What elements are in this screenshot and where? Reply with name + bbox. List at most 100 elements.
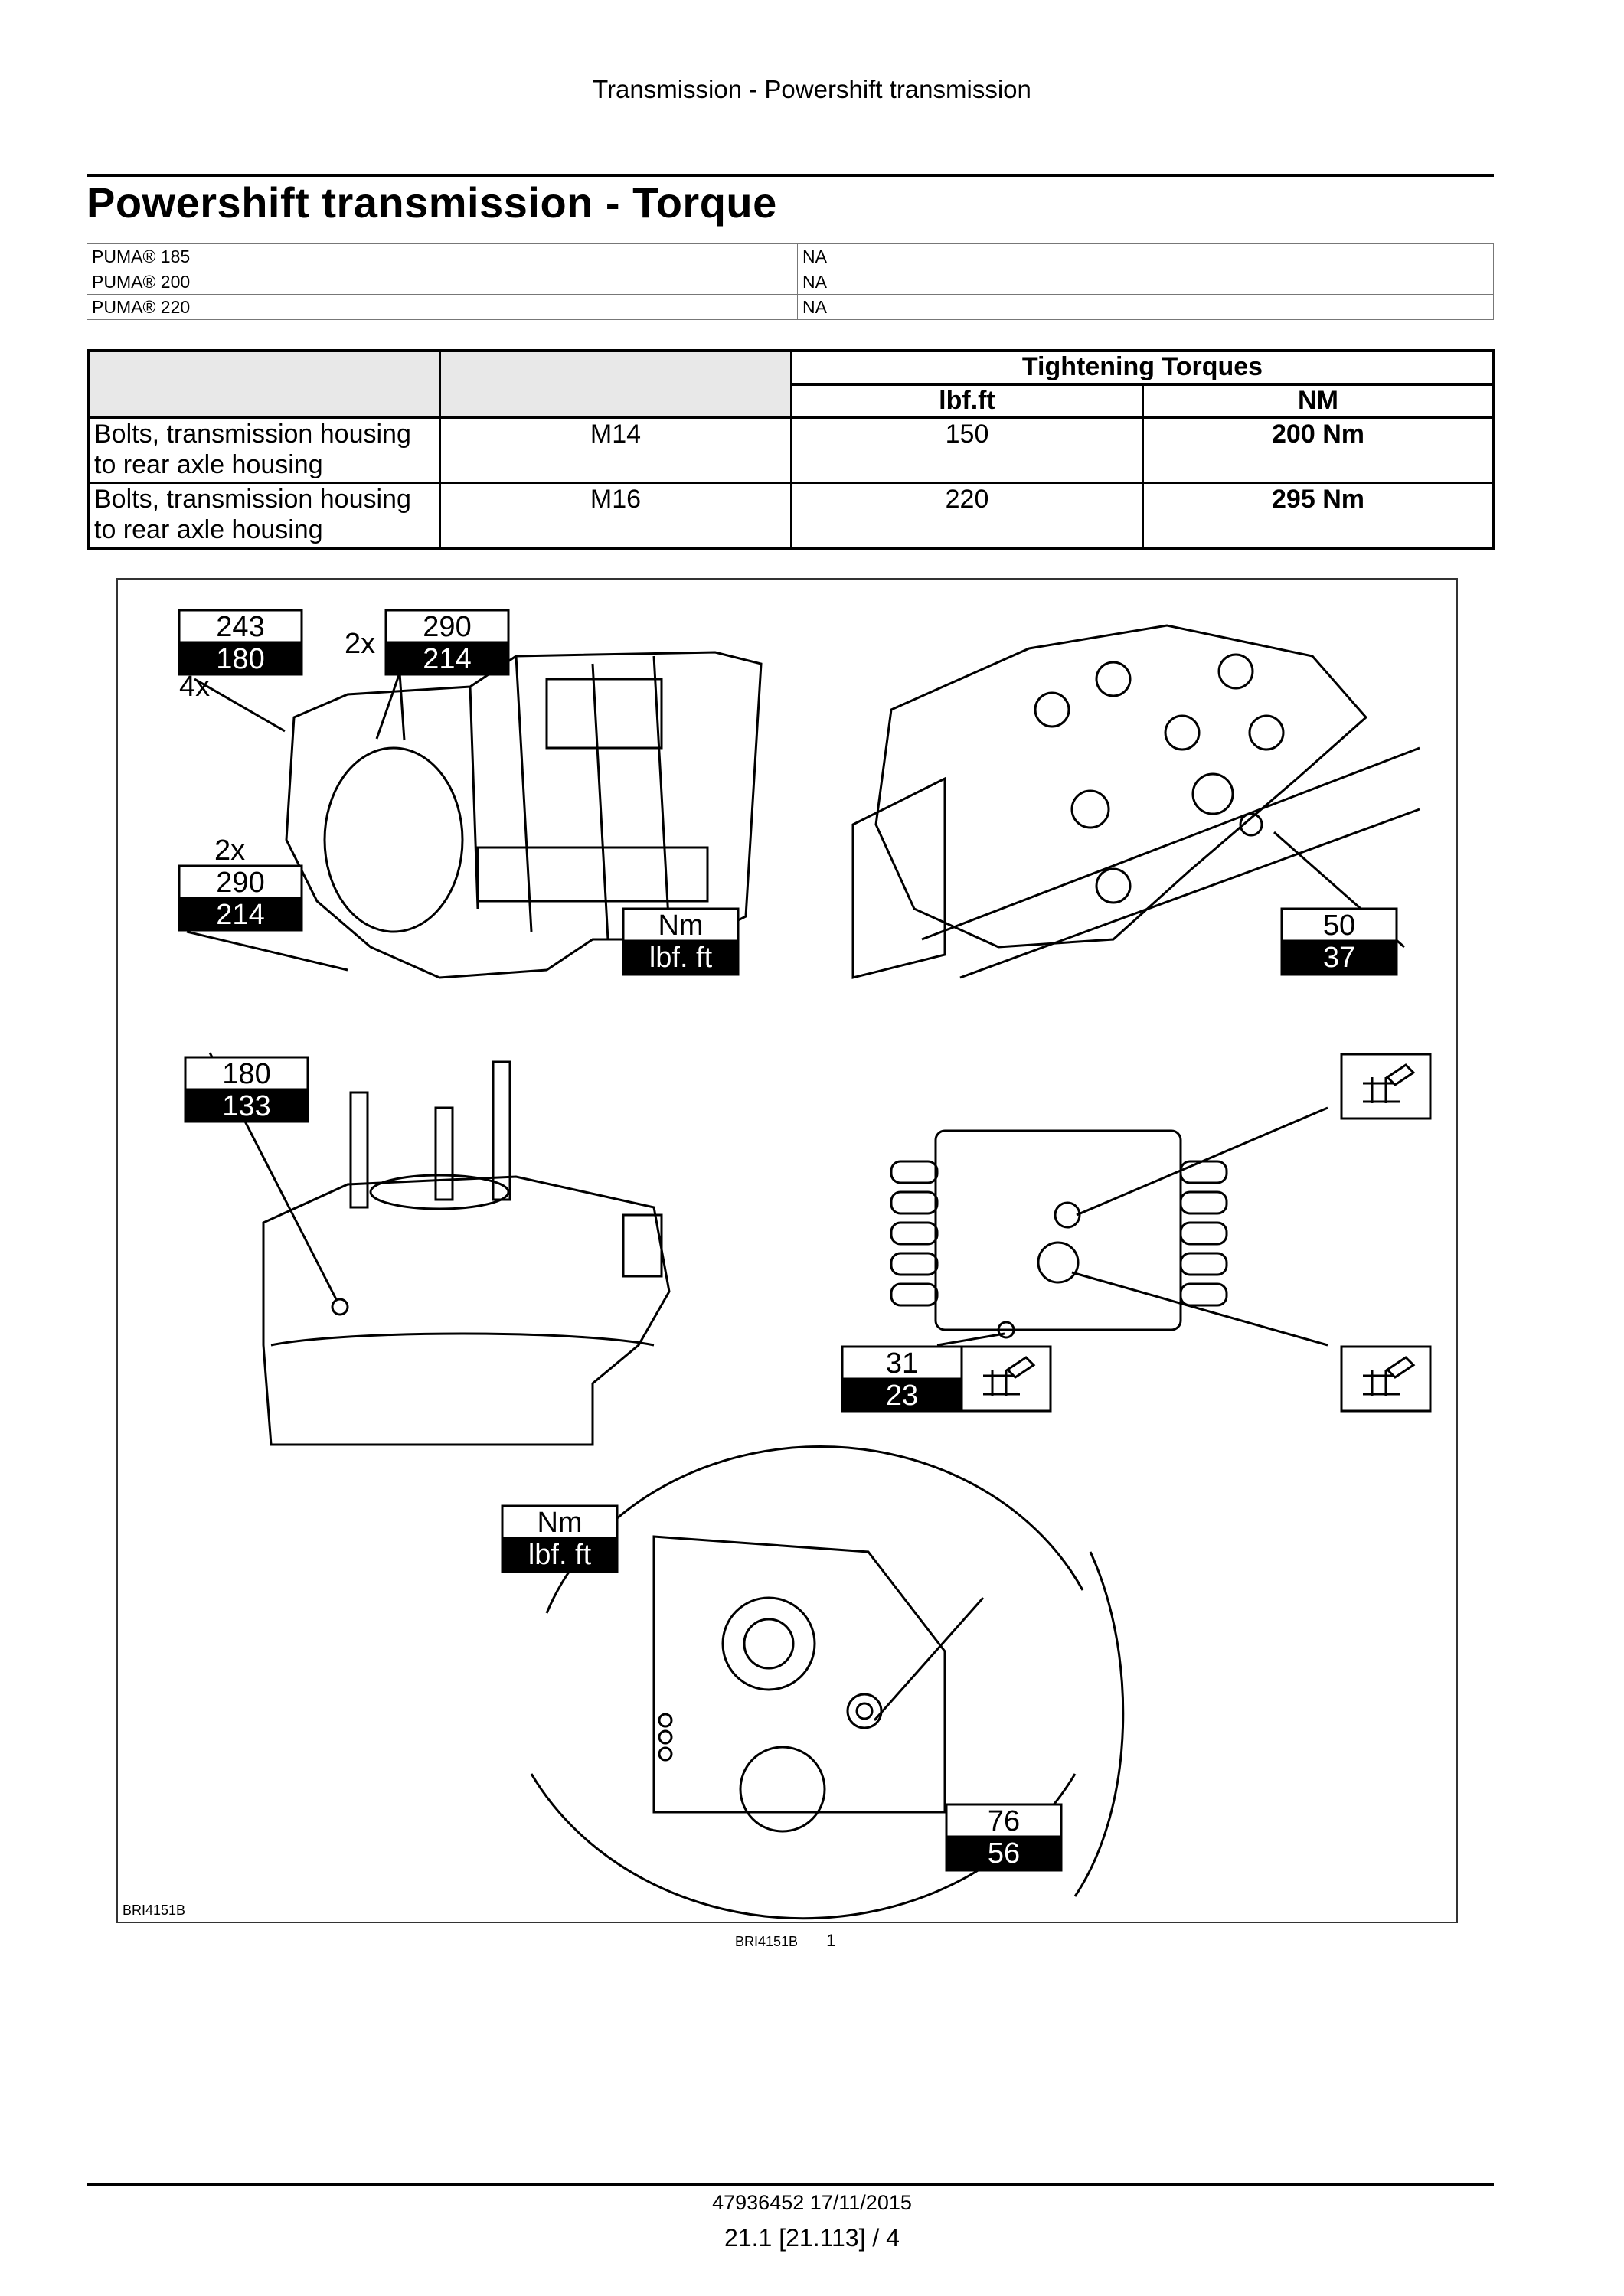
description-cell: Bolts, transmission housing to rear axle… bbox=[87, 416, 441, 484]
table-header-row: Tightening Torques bbox=[87, 349, 1495, 419]
valve-fitting bbox=[1248, 714, 1285, 751]
valve-fitting bbox=[1164, 714, 1201, 751]
figure-caption: BRI4151B 1 bbox=[735, 1931, 835, 1951]
valve-block-outline bbox=[874, 624, 1368, 949]
rear-bolt bbox=[658, 1729, 673, 1745]
valve-plate-outline bbox=[934, 1129, 1182, 1331]
running-header: Transmission - Powershift transmission bbox=[593, 75, 1031, 103]
pto-bolt bbox=[331, 1298, 349, 1316]
valve-plate-plug bbox=[1054, 1201, 1081, 1229]
table-row: PUMA® 220 NA bbox=[87, 294, 1494, 320]
model-cell: PUMA® 200 bbox=[87, 269, 798, 295]
housing-bolt-pads bbox=[476, 846, 709, 903]
page-title: Powershift transmission - Torque bbox=[87, 178, 777, 227]
pto-shaft bbox=[349, 1091, 369, 1209]
units-legend-2: Nm lbf. ft bbox=[501, 1504, 619, 1573]
wrench-icon bbox=[960, 1345, 1052, 1413]
callout-lbf-value: 180 bbox=[216, 643, 264, 675]
output-shaft-spline bbox=[743, 1618, 795, 1670]
model-cell: PUMA® 220 bbox=[87, 294, 798, 320]
model-value-cell: NA bbox=[797, 243, 1494, 269]
nm-column-header: NM bbox=[1142, 383, 1495, 419]
table-row: Bolts, transmission housing to rear axle… bbox=[87, 482, 1495, 550]
callout-quantity: 2x bbox=[214, 834, 245, 867]
rear-housing-ring bbox=[545, 1445, 1084, 1614]
model-applicability-table: PUMA® 185 NA PUMA® 200 NA PUMA® 220 NA bbox=[87, 243, 1494, 320]
footer-rule bbox=[87, 2183, 1494, 2186]
drain-plug-center bbox=[855, 1702, 874, 1720]
housing-bell-opening bbox=[323, 746, 464, 933]
callout-lbf-value: 56 bbox=[988, 1837, 1020, 1870]
valve-fitting bbox=[1217, 653, 1254, 690]
wrench-icon bbox=[1340, 1053, 1432, 1120]
housing-ribs bbox=[469, 655, 671, 940]
housing-top-window bbox=[545, 678, 663, 750]
header-blank-cell bbox=[439, 349, 792, 419]
nm-cell: 200 Nm bbox=[1142, 416, 1495, 484]
figure-reference-code: BRI4151B bbox=[123, 1902, 186, 1918]
torque-table: Tightening Torques lbf.ft NM Bolts, tran… bbox=[87, 349, 1495, 550]
valve-solenoid-bank bbox=[851, 776, 946, 979]
valve-fitting bbox=[1191, 772, 1234, 815]
legend-lbf-label: lbf. ft bbox=[649, 942, 713, 974]
callout-quantity: 4x bbox=[179, 671, 210, 703]
rear-bolt bbox=[658, 1746, 673, 1762]
leader-lines bbox=[186, 672, 1405, 1721]
callout-nm-value: 243 bbox=[216, 611, 264, 643]
lbf-cell: 150 bbox=[790, 416, 1144, 484]
callout-a: 243 180 4x bbox=[178, 609, 303, 703]
nm-cell: 295 Nm bbox=[1142, 482, 1495, 550]
document-id: 47936452 17/11/2015 bbox=[712, 2191, 912, 2214]
callout-quantity: 2x bbox=[345, 628, 375, 660]
figure-number: 1 bbox=[826, 1931, 836, 1950]
legend-lbf-label: lbf. ft bbox=[528, 1539, 592, 1571]
callout-f: 31 23 bbox=[841, 1345, 1052, 1413]
pto-housing-outline bbox=[262, 1175, 671, 1446]
callout-lbf-value: 214 bbox=[423, 643, 471, 675]
callout-lbf-value: 133 bbox=[222, 1090, 270, 1122]
pto-flange bbox=[369, 1174, 510, 1210]
valve-fitting bbox=[1095, 867, 1132, 904]
header-rule bbox=[87, 174, 1494, 177]
callout-lbf-value: 23 bbox=[886, 1380, 918, 1412]
figure-caption-ref: BRI4151B bbox=[735, 1934, 799, 1949]
callout-c: 2x 290 214 bbox=[178, 834, 303, 932]
callout-g: 76 56 bbox=[945, 1803, 1063, 1872]
page-number: 21.1 [21.113] / 4 bbox=[724, 2224, 900, 2252]
drain-plug bbox=[846, 1693, 883, 1729]
legend-nm-label: Nm bbox=[658, 910, 703, 942]
valve-plate-bolt bbox=[997, 1321, 1015, 1339]
callout-b: 2x 290 214 bbox=[345, 609, 510, 676]
model-value-cell: NA bbox=[797, 269, 1494, 295]
pto-lower-housing bbox=[270, 1332, 655, 1347]
lower-shaft bbox=[739, 1746, 826, 1833]
table-row: PUMA® 185 NA bbox=[87, 243, 1494, 269]
callout-lbf-value: 37 bbox=[1323, 942, 1355, 974]
table-header-row: lbf.ft NM bbox=[88, 383, 1495, 419]
pto-shaft bbox=[492, 1060, 511, 1201]
rear-plate bbox=[652, 1535, 946, 1814]
description-cell: Bolts, transmission housing to rear axle… bbox=[87, 482, 441, 550]
valve-fitting bbox=[1034, 691, 1070, 728]
rear-housing-edge bbox=[1073, 1551, 1125, 1897]
torque-illustration: 243 180 4x 2x 290 214 2x 290 214 Nm lbf.… bbox=[116, 578, 1458, 1923]
table-row: PUMA® 200 NA bbox=[87, 269, 1494, 295]
callout-nm-value: 76 bbox=[988, 1805, 1020, 1837]
size-cell: M14 bbox=[439, 416, 792, 484]
pto-valve-module bbox=[622, 1213, 663, 1278]
lbf-column-header: lbf.ft bbox=[790, 383, 1144, 419]
valve-spools bbox=[890, 1160, 1228, 1307]
callout-lbf-value: 214 bbox=[216, 899, 264, 931]
size-cell: M16 bbox=[439, 482, 792, 550]
callout-nm-value: 180 bbox=[222, 1058, 270, 1090]
model-value-cell: NA bbox=[797, 294, 1494, 320]
header-blank-cell bbox=[87, 349, 441, 419]
lbf-cell: 220 bbox=[790, 482, 1144, 550]
callout-nm-value: 50 bbox=[1323, 910, 1355, 942]
valve-fitting bbox=[1095, 661, 1132, 697]
table-row: Bolts, transmission housing to rear axle… bbox=[87, 416, 1495, 484]
legend-nm-label: Nm bbox=[537, 1507, 582, 1539]
valve-plate-cap bbox=[1037, 1241, 1080, 1284]
callout-d: 50 37 bbox=[1280, 907, 1398, 976]
valve-fitting bbox=[1070, 789, 1110, 829]
